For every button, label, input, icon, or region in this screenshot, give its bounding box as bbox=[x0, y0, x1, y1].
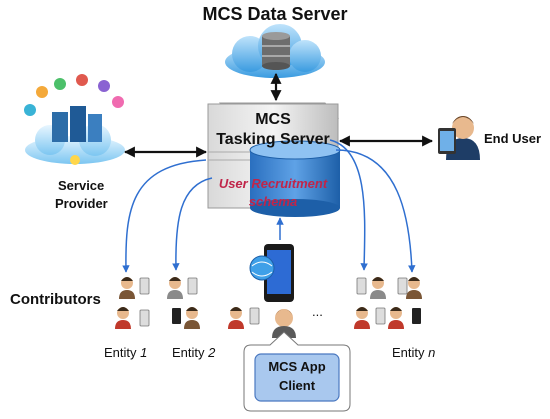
entity-n-label: Entity n bbox=[392, 345, 435, 360]
entity-n-index: n bbox=[428, 345, 436, 360]
entity-n-prefix: Entity bbox=[392, 345, 429, 360]
ellipsis: ... bbox=[312, 304, 323, 319]
tasking-server-label-1: MCS bbox=[255, 111, 291, 128]
entity-2-prefix: Entity bbox=[172, 345, 209, 360]
entity-1-index: 1 bbox=[140, 345, 148, 360]
recruitment-label-1: User Recruitment bbox=[218, 176, 328, 191]
contributor-person-icon bbox=[228, 307, 244, 329]
contributor-person-icon bbox=[119, 277, 135, 299]
recruitment-label-2: schema bbox=[248, 194, 298, 209]
contributor-person-icon bbox=[354, 307, 370, 329]
entity-1-prefix: Entity bbox=[104, 345, 141, 360]
contributor-person-icon bbox=[388, 307, 404, 329]
recruitment-database-icon bbox=[249, 140, 341, 217]
end-user-label: End User bbox=[484, 131, 542, 146]
service-provider-icon bbox=[24, 74, 125, 165]
entity-2-index: 2 bbox=[208, 345, 216, 360]
tasking-server-label-2: Tasking Server bbox=[216, 131, 330, 148]
recruitment-arrows bbox=[122, 139, 416, 273]
contributor-person-icon bbox=[406, 277, 422, 299]
app-client-box bbox=[254, 353, 340, 402]
app-client-label-1: MCS App bbox=[268, 359, 326, 374]
entity-2-label: Entity 2 bbox=[172, 345, 215, 360]
contributors-label: Contributors bbox=[10, 291, 101, 308]
app-client-label-2: Client bbox=[278, 378, 316, 393]
contributor-person-icon bbox=[184, 307, 200, 329]
smartphone-app-icon bbox=[249, 244, 296, 338]
data-server-cloud-icon bbox=[225, 24, 325, 78]
contributor-person-icon bbox=[115, 307, 131, 329]
contributor-person-icon bbox=[370, 277, 386, 299]
entity-1-label: Entity 1 bbox=[104, 345, 147, 360]
contributor-person-icon bbox=[167, 277, 183, 299]
contributors-group bbox=[115, 277, 422, 329]
end-user-icon bbox=[438, 116, 480, 160]
service-provider-label-2: Provider bbox=[55, 196, 108, 211]
service-provider-label-1: Service bbox=[58, 178, 105, 193]
data-server-title: MCS Data Server bbox=[202, 4, 348, 24]
